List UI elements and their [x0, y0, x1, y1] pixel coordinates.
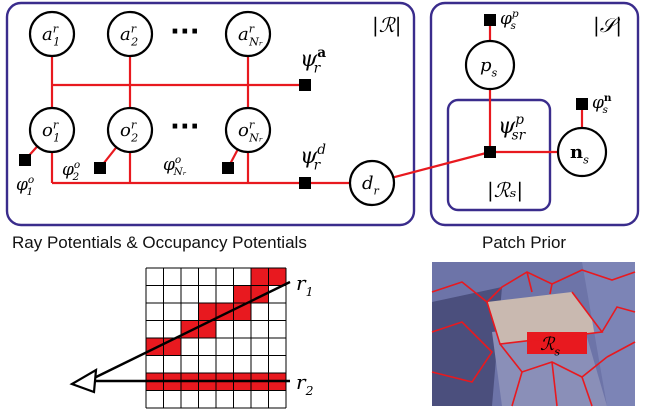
- photo-segment-boundary: [606, 341, 636, 358]
- photo-patch-highlight: [527, 332, 587, 354]
- node-oN: [224, 106, 272, 154]
- grid-cell-occupied: [233, 285, 251, 303]
- factor-phin: [576, 98, 588, 110]
- node-a2: [106, 10, 154, 58]
- node-ns-label: ns: [570, 142, 589, 166]
- grid-cell-occupied: [251, 268, 269, 286]
- photo-right: [582, 262, 635, 406]
- grid-cell-occupied: [198, 303, 216, 321]
- plate-patch-inner: [446, 98, 552, 212]
- node-o2: [106, 106, 154, 154]
- factor-psi-p: [484, 146, 496, 158]
- plate-label-patches: |𝒮|: [593, 13, 622, 38]
- node-ps-label: ps: [480, 55, 498, 79]
- photo-segment-boundary: [601, 306, 636, 333]
- factor-phi1: [19, 154, 31, 166]
- node-o1: [28, 106, 76, 154]
- ellipsis-a: ···: [170, 17, 200, 47]
- label-patch-rs: ℛs: [540, 334, 560, 358]
- factor-phiN: [222, 162, 234, 174]
- caption-left: Ray Potentials & Occupancy Potentials: [12, 233, 307, 252]
- plate-label-rays: |ℛ|: [372, 13, 401, 38]
- ray-1-line: [89, 280, 291, 382]
- segmented-photo: ℛs: [431, 262, 636, 407]
- ray-arrowhead: [69, 367, 98, 394]
- photo-segment-boundary: [581, 376, 593, 407]
- label-r1: r1: [296, 271, 313, 299]
- node-aN: [224, 10, 272, 58]
- node-ps: [464, 39, 516, 91]
- factor-phip: [484, 14, 496, 26]
- photo-roof: [487, 292, 602, 344]
- factor-psi-a: [299, 79, 311, 91]
- label-r2: r2: [296, 370, 314, 398]
- photo-segment-boundary: [551, 361, 558, 407]
- photo-segment-boundary: [431, 321, 494, 383]
- photo-segment-boundary: [511, 371, 523, 407]
- photo-segment-boundary: [486, 291, 604, 345]
- node-a1: [28, 10, 76, 58]
- node-dr-label: dr: [362, 173, 380, 197]
- factor-psi-d: [299, 177, 311, 189]
- caption-right: Patch Prior: [482, 233, 567, 252]
- node-ns: [556, 126, 608, 178]
- plate-patches: [429, 1, 640, 227]
- ellipsis-o: ···: [170, 112, 200, 142]
- plate-label-patch-inner: |ℛₛ|: [487, 178, 523, 203]
- grid-cell-occupied: [268, 268, 286, 286]
- grid-cell-occupied: [146, 338, 164, 356]
- occupancy-grid: [145, 267, 287, 409]
- photo-segment-boundary: [526, 271, 533, 293]
- factor-phi2: [94, 162, 106, 174]
- photo-segment-boundary: [549, 283, 553, 295]
- plate-rays: [5, 1, 416, 227]
- node-dr: [348, 159, 396, 207]
